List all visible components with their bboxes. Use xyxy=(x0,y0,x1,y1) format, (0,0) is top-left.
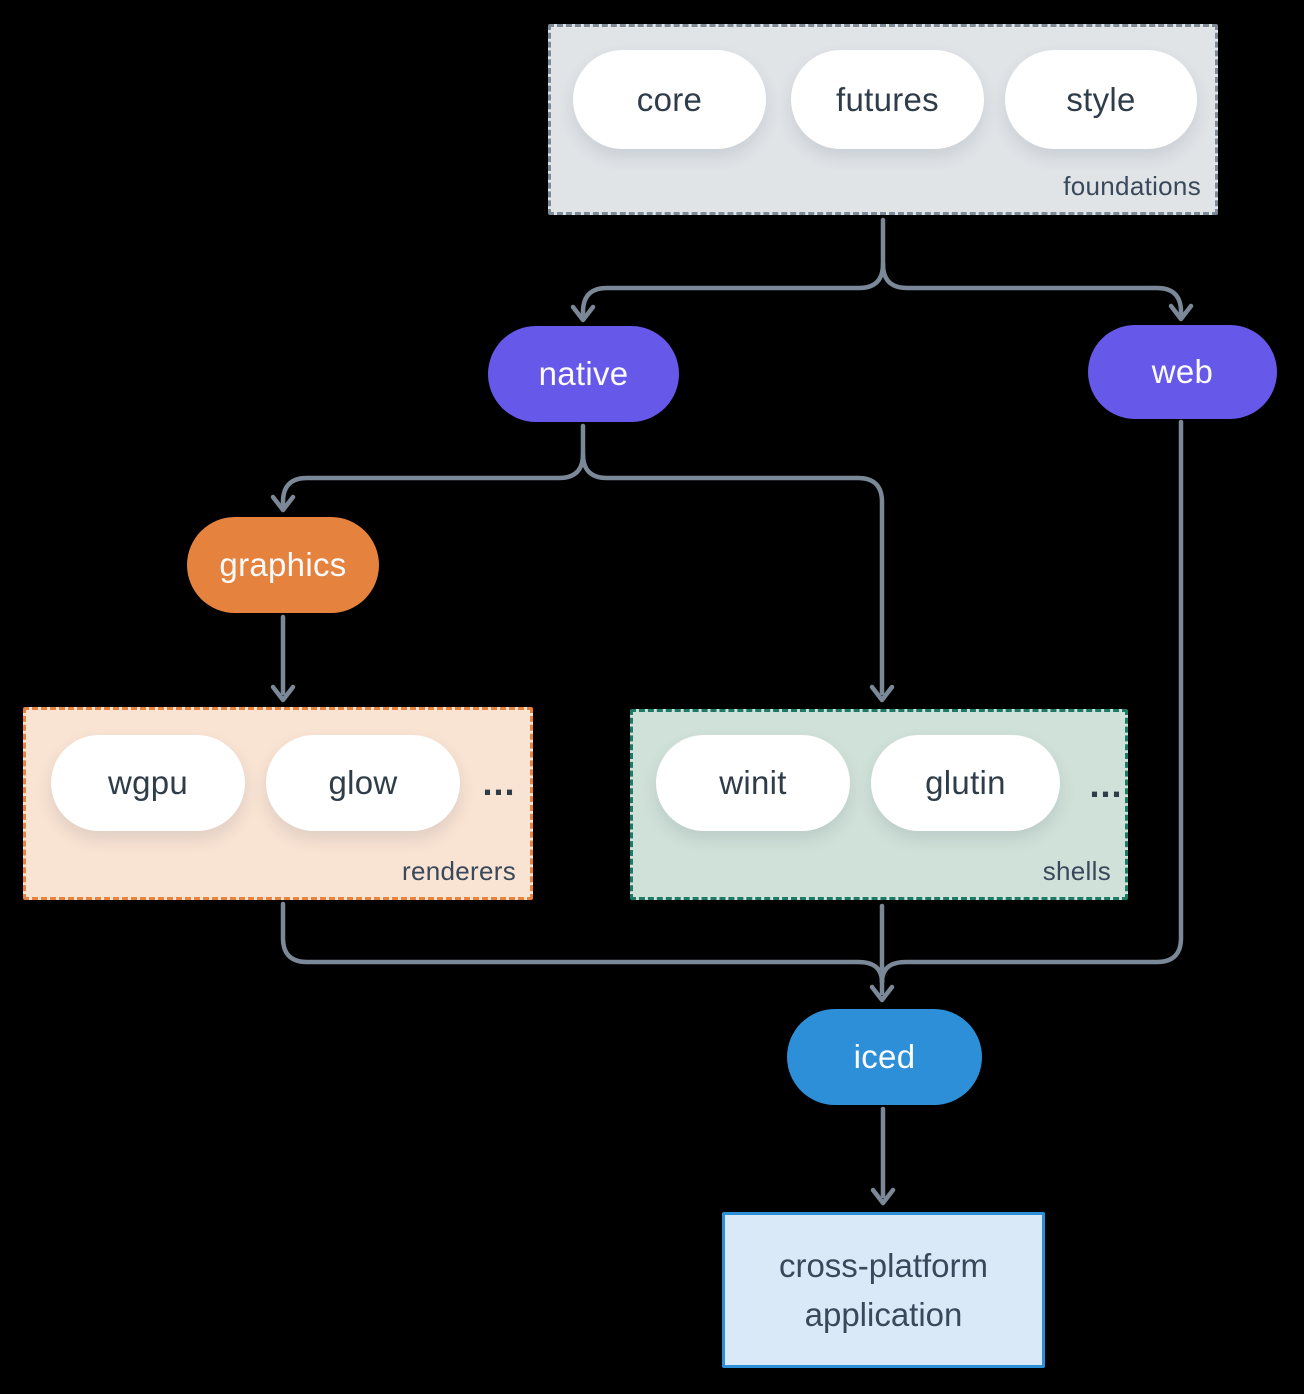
crate-winit-label: winit xyxy=(719,764,787,801)
edge-renderers-to-iced xyxy=(280,901,885,985)
shells-group-label: shells xyxy=(1042,856,1111,886)
arrowhead-web xyxy=(1168,303,1194,322)
arrowhead-renderers xyxy=(270,684,296,703)
crate-glow-label: glow xyxy=(328,764,398,801)
crate-futures-label: futures xyxy=(836,80,939,118)
crate-winit: winit xyxy=(656,735,850,831)
shells-ellipsis: ... xyxy=(1089,764,1123,805)
crate-glow: glow xyxy=(266,735,460,831)
crate-glutin-label: glutin xyxy=(925,764,1006,801)
crate-wgpu: wgpu xyxy=(51,735,245,831)
arrowhead-iced xyxy=(869,984,895,1003)
crate-futures: futures xyxy=(791,50,984,149)
foundations-group-label: foundations xyxy=(1063,171,1201,201)
node-web: web xyxy=(1088,325,1277,419)
node-web-label: web xyxy=(1151,353,1214,390)
crate-wgpu-label: wgpu xyxy=(107,764,189,801)
crate-style-label: style xyxy=(1066,80,1136,118)
edge-native-to-graphics xyxy=(280,423,586,509)
arrowhead-graphics xyxy=(270,494,296,513)
crate-core-label: core xyxy=(636,80,703,118)
renderers-group: wgpu glow ... renderers xyxy=(23,707,533,900)
renderers-ellipsis: ... xyxy=(482,762,516,803)
edge-foundations-to-web xyxy=(880,261,1184,318)
node-native-label: native xyxy=(538,355,629,392)
arrowhead-shells xyxy=(869,684,895,703)
node-graphics-label: graphics xyxy=(219,546,347,583)
arrowhead-native xyxy=(570,304,596,323)
node-native: native xyxy=(488,326,679,422)
cross-platform-application-box: cross-platform application xyxy=(722,1212,1045,1368)
cross-platform-application-label: cross-platform application xyxy=(778,1246,989,1334)
foundations-group: core futures style foundations xyxy=(548,24,1218,215)
crate-glutin: glutin xyxy=(871,735,1060,831)
node-graphics: graphics xyxy=(187,517,379,613)
crate-core: core xyxy=(573,50,766,149)
crate-style: style xyxy=(1005,50,1197,149)
edge-native-to-shells xyxy=(580,451,885,696)
renderers-group-label: renderers xyxy=(402,856,516,886)
arrowhead-application xyxy=(870,1187,896,1206)
edge-web-to-iced xyxy=(879,419,1184,985)
node-iced-label: iced xyxy=(853,1038,916,1075)
edge-foundations-to-native xyxy=(580,217,886,319)
node-iced: iced xyxy=(787,1009,982,1105)
shells-group: winit glutin ... shells xyxy=(630,709,1128,900)
